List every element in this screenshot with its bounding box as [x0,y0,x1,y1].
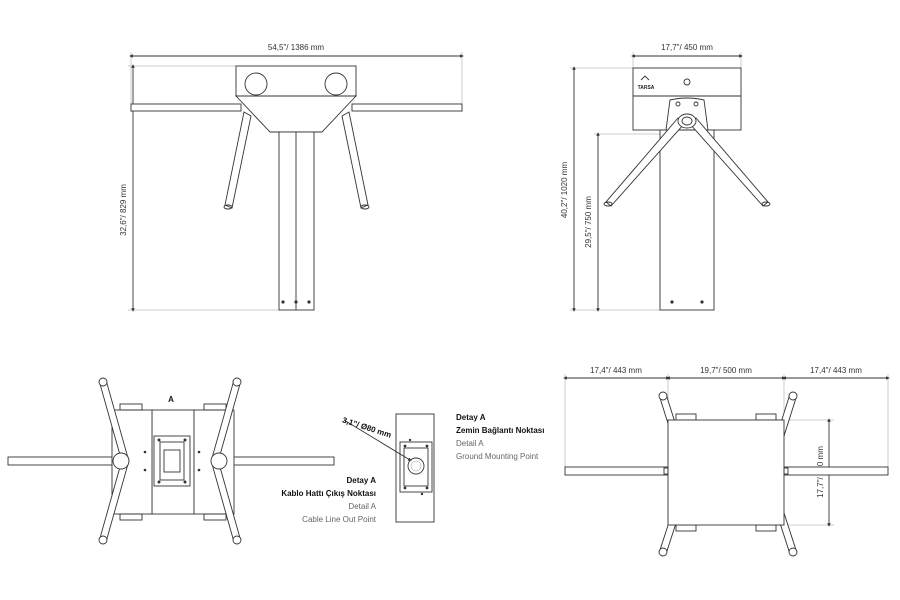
side-rotor [603,97,771,207]
front-post [278,131,315,311]
ground-desc-en: Ground Mounting Point [456,452,539,461]
top-right-width-dimensions: 17,4"/ 443 mm 19,7"/ 500 mm 17,4"/ 443 m… [563,366,890,470]
section-marker: A [168,395,174,404]
top-right-center-label: 19,7"/ 500 mm [700,366,752,375]
front-view: 54,5"/ 1386 mm 32,6"/ 829 mm [119,43,464,312]
ground-title: Detay A [456,413,486,422]
cable-desc-en: Cable Line Out Point [302,515,377,524]
front-angled-arms [223,111,370,210]
detail-view: 3,1"/ Ø80 mm Detay A Zemin Bağlantı Nokt… [281,413,544,524]
diameter-label: 3,1"/ Ø80 mm [341,415,392,439]
side-total-height-label: 40,2"/ 1020 mm [560,162,569,219]
ground-title-tr: Zemin Bağlantı Noktası [456,426,544,435]
side-logo-text: TARSA [638,85,655,91]
top-view-left: A [7,377,335,545]
side-view: 17,7"/ 450 mm 40,2"/ 1020 mm 29,5"/ 750 … [560,43,771,312]
front-width-dimension: 54,5"/ 1386 mm [129,43,464,112]
cable-title: Detay A [347,476,377,485]
cable-detail-en: Detail A [348,502,376,511]
side-total-height-dimension: 40,2"/ 1020 mm [560,66,660,312]
cable-title-tr: Kablo Hattı Çıkış Noktası [281,489,376,498]
ground-detail-en: Detail A [456,439,484,448]
front-horizontal-arm [130,103,463,112]
top-right-left-label: 17,4"/ 443 mm [590,366,642,375]
top-view-right: 17,4"/ 443 mm 19,7"/ 500 mm 17,4"/ 443 m… [563,366,890,557]
side-arm-height-dimension: 29,5"/ 750 mm [584,132,664,312]
front-head [234,65,358,133]
front-width-label: 54,5"/ 1386 mm [268,43,325,52]
top-right-right-label: 17,4"/ 443 mm [810,366,862,375]
side-post [659,129,715,311]
front-height-label: 32,6"/ 829 mm [119,184,128,236]
side-width-dimension: 17,7"/ 450 mm [631,43,743,68]
side-arm-height-label: 29,5"/ 750 mm [584,196,593,248]
side-width-label: 17,7"/ 450 mm [661,43,713,52]
